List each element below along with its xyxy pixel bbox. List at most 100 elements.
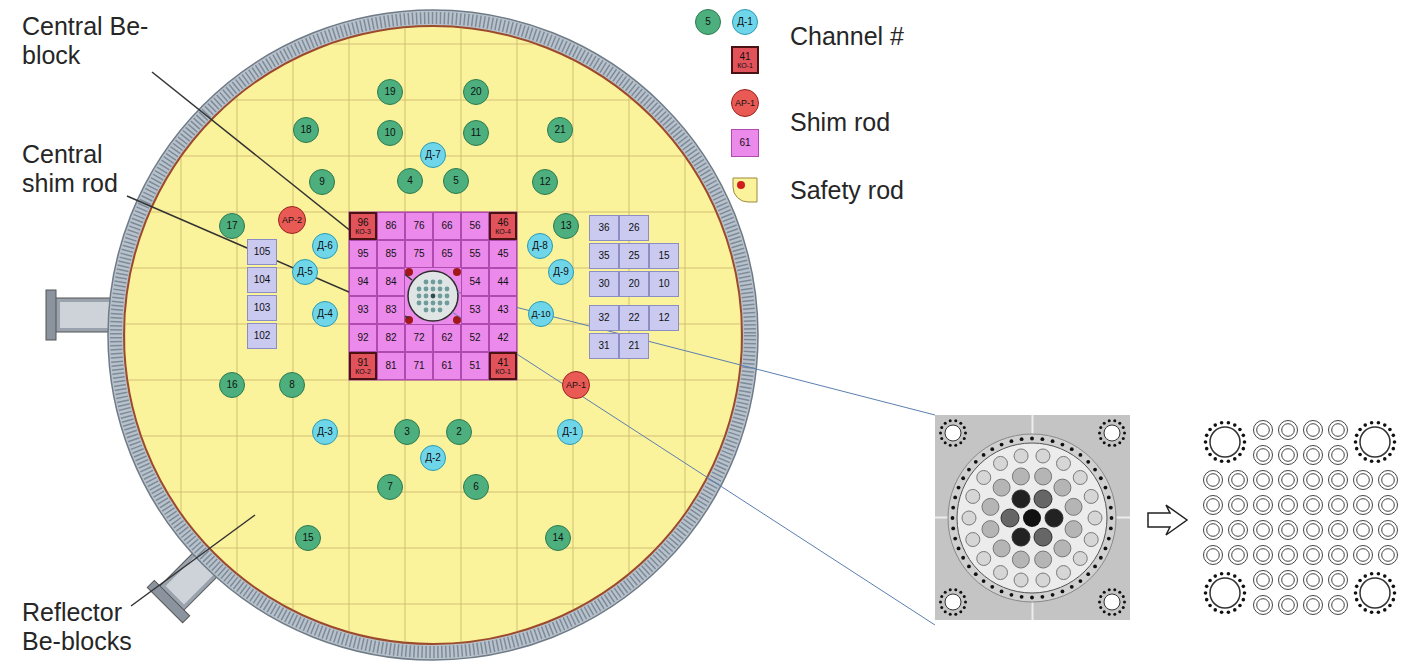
- illustration-circle: [1070, 585, 1074, 589]
- channel-circle: 18: [293, 117, 319, 143]
- illustration-circle: [1103, 610, 1106, 613]
- channel-cell: 46КО-4: [489, 212, 517, 240]
- illustration-circle: [1036, 449, 1050, 463]
- illustration-circle: [1304, 446, 1323, 465]
- channel-number: 5: [453, 176, 459, 186]
- channel-number: Д-1: [562, 427, 578, 437]
- illustration-circle: [1205, 598, 1209, 602]
- illustration-circle: [974, 460, 978, 464]
- channel-circle: Д-3: [312, 419, 338, 445]
- illustration-circle: [1054, 479, 1071, 496]
- channel-number: 30: [598, 279, 609, 289]
- channel-number: 82: [385, 333, 396, 343]
- illustration-circle: [1388, 428, 1392, 432]
- illustration-circle: [954, 613, 957, 616]
- illustration-circle: [1118, 591, 1121, 594]
- channel-number: 71: [413, 361, 424, 371]
- core-cell: 44: [489, 268, 517, 296]
- illustration-circle: [1065, 498, 1082, 515]
- illustration-line: [457, 292, 935, 415]
- illustration-circle: [1304, 471, 1323, 490]
- illustration-circle: [1204, 591, 1208, 595]
- illustration-circle: [124, 26, 742, 644]
- core-cell: 54: [461, 268, 489, 296]
- illustration-line: [797, 0, 798, 671]
- illustration-circle: [737, 181, 745, 189]
- illustration-circle: [1118, 610, 1121, 613]
- illustration-circle: [1020, 595, 1024, 599]
- illustration-circle: [1010, 593, 1014, 597]
- illustration-circle: [1122, 437, 1125, 440]
- shim-rod-circle: АР-1: [731, 89, 759, 117]
- illustration-circle: [1354, 496, 1373, 515]
- illustration-circle: [957, 443, 1107, 593]
- channel-number: 21: [628, 341, 639, 351]
- illustration-circle: [1257, 449, 1270, 462]
- channel-cell: 96КО-3: [349, 212, 377, 240]
- illustration-circle: [1123, 601, 1126, 604]
- core-cell: 84: [377, 268, 405, 296]
- illustration-circle: [1329, 421, 1348, 440]
- illustration-circle: [1257, 549, 1270, 562]
- illustration-circle: [1035, 468, 1052, 485]
- channel-number: 12: [539, 177, 550, 187]
- channel-number: 91: [357, 358, 368, 368]
- illustration-circle: [1279, 471, 1298, 490]
- channel-circle: Д-2: [420, 445, 446, 471]
- illustration-circle: [1332, 474, 1345, 487]
- channel-number: 105: [254, 247, 271, 257]
- illustration-circle: [1204, 496, 1223, 515]
- reflector-cell: 103: [247, 295, 277, 321]
- channel-circle: Д-10: [528, 301, 554, 327]
- illustration-circle: [940, 606, 943, 609]
- illustration-circle: [1220, 459, 1224, 463]
- channel-circle: Д-1: [732, 9, 758, 35]
- channel-number: 41: [497, 358, 508, 368]
- illustration-line: [0, 604, 1407, 605]
- channel-number: 44: [497, 277, 508, 287]
- channel-number: 10: [658, 279, 669, 289]
- channel-number: 65: [441, 249, 452, 259]
- illustration-line: [573, 0, 574, 671]
- channel-circle: 5: [695, 9, 721, 35]
- illustration-circle: [1254, 596, 1273, 615]
- core-region: [349, 212, 517, 380]
- illustration-circle: [1382, 549, 1395, 562]
- illustration-circle: [953, 496, 957, 500]
- illustration-circle: [1113, 419, 1116, 422]
- illustration-circle: [944, 441, 947, 444]
- callout-label: Central shim rod: [22, 140, 147, 198]
- illustration-circle: [1098, 601, 1101, 604]
- illustration-circle: [1229, 496, 1248, 515]
- illustration-circle: [1392, 585, 1396, 589]
- illustration-circle: [1227, 572, 1231, 576]
- illustration-circle: [982, 498, 999, 515]
- illustration-circle: [1208, 428, 1212, 432]
- channel-circle: Д-9: [548, 259, 574, 285]
- illustration-circle: [1279, 521, 1298, 540]
- illustration-circle: [1108, 613, 1111, 616]
- illustration-circle: [1113, 613, 1116, 616]
- illustration-circle: [949, 588, 952, 591]
- channel-circle: 16: [219, 372, 245, 398]
- channel-circle: Д-6: [312, 233, 338, 259]
- illustration-circle: [1282, 499, 1295, 512]
- illustration-circle: [967, 564, 971, 568]
- channel-number: 83: [385, 305, 396, 315]
- illustration-circle: [1014, 573, 1028, 587]
- channel-number: Д-3: [317, 427, 333, 437]
- illustration-circle: [1254, 421, 1273, 440]
- illustration-circle: [977, 551, 991, 565]
- illustration-circle: [959, 422, 962, 425]
- illustration-circle: [1233, 608, 1237, 612]
- channel-circle: 6: [463, 474, 489, 500]
- illustration-circle: [1282, 549, 1295, 562]
- illustration-circle: [1233, 574, 1237, 578]
- illustration-circle: [1204, 440, 1208, 444]
- illustration-circle: [951, 506, 955, 510]
- channel-circle: Д-1: [557, 419, 583, 445]
- illustration-circle: [1388, 453, 1392, 457]
- illustration-circle: [954, 588, 957, 591]
- illustration-circle: [1093, 564, 1097, 568]
- illustration-circle: [1204, 471, 1223, 490]
